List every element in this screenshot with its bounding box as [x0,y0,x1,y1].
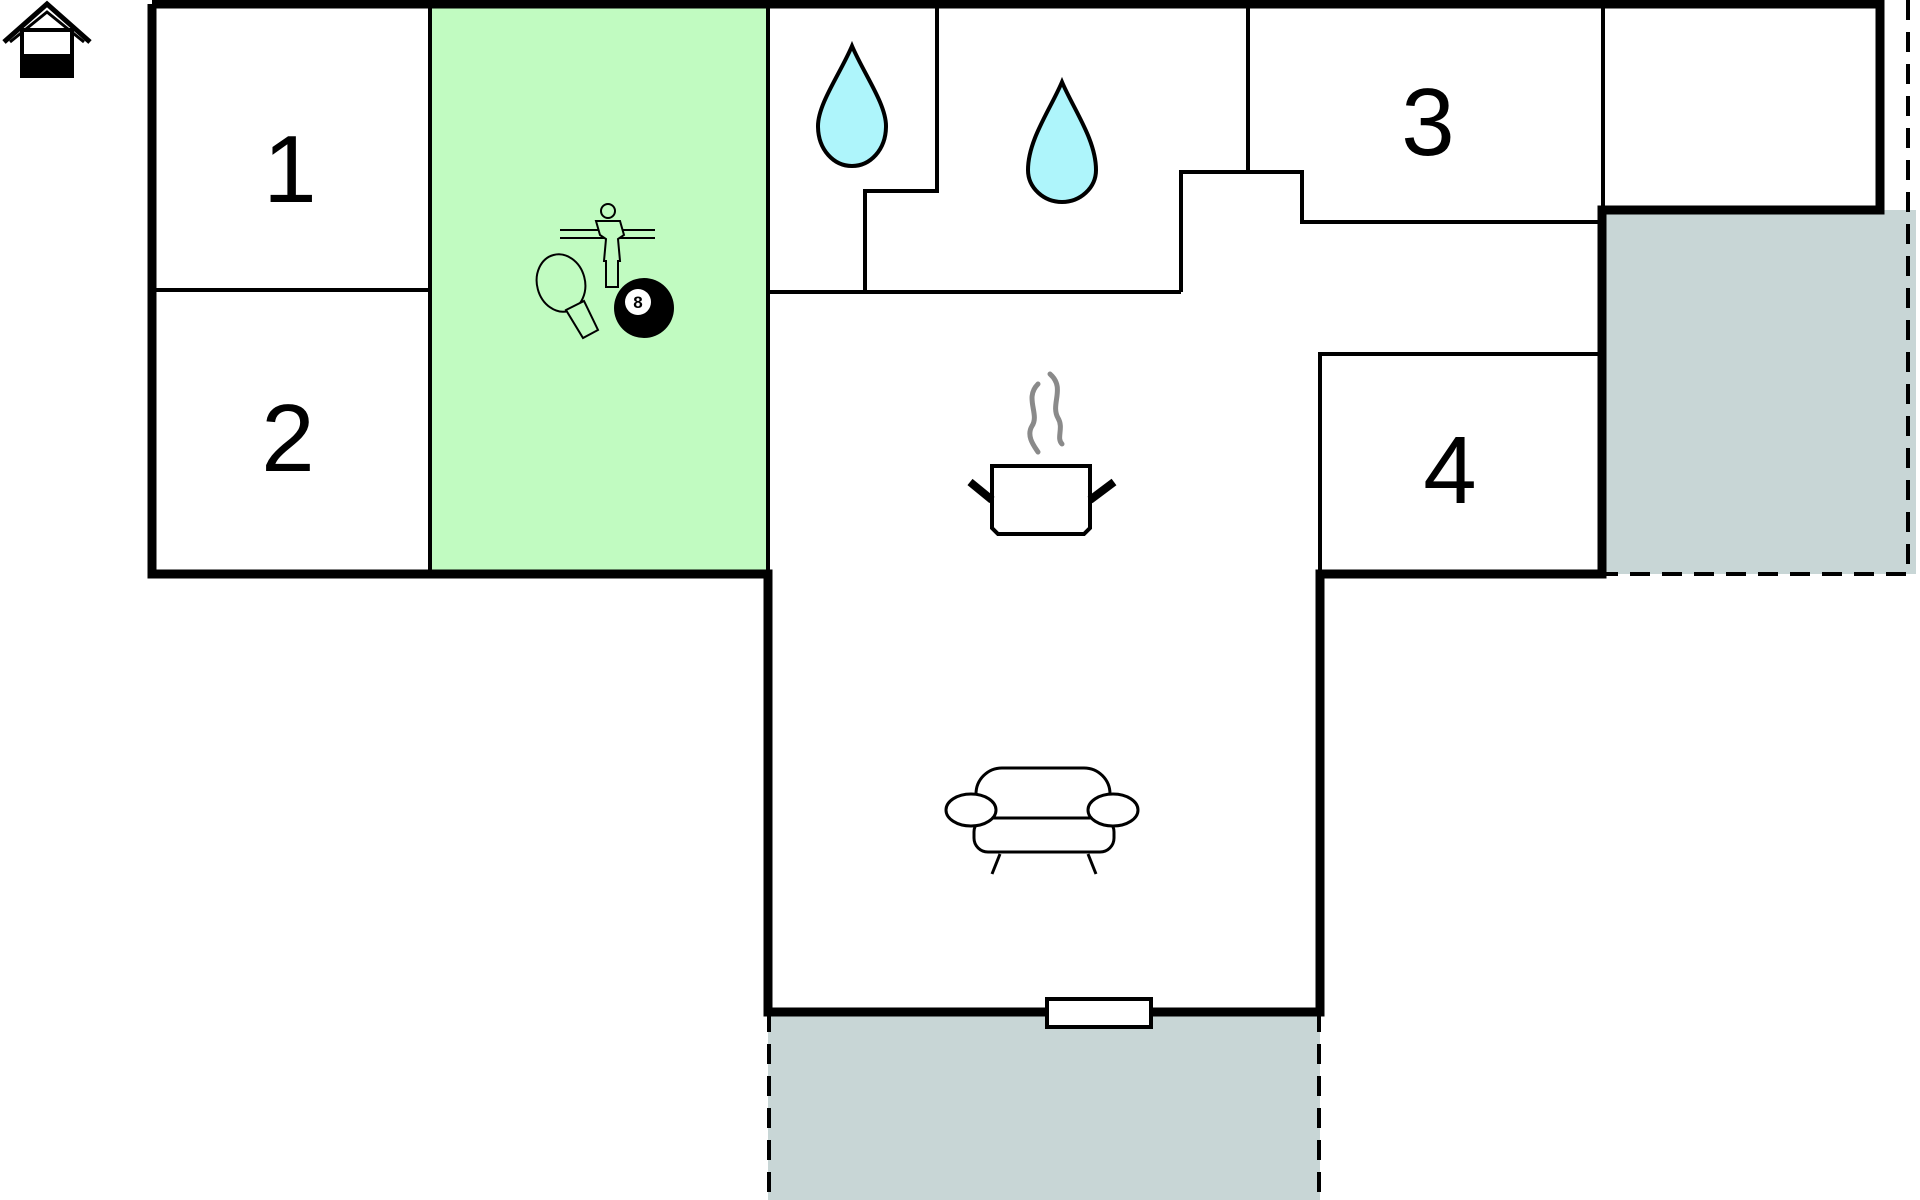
game-room [430,7,768,572]
room-label-4: 4 [1423,417,1476,524]
room-label-3: 3 [1401,69,1454,176]
water-drop-icon [815,40,889,169]
cooking-pot-icon [967,371,1117,536]
sofa-icon [944,766,1140,875]
terrace-bottom [767,1012,1321,1200]
room-label-1: 1 [263,116,316,223]
game-room-icon: 8 [535,203,674,340]
room-label-2: 2 [261,385,314,492]
house-icon [2,0,92,78]
water-drop-icon [1025,76,1099,205]
foosball-player-icon [560,203,655,288]
exterior-walls [147,0,1885,1017]
billiard-ball-icon: 8 [614,278,674,338]
terrace-right [1602,0,1916,576]
window [1045,997,1153,1029]
billiard-ball-number: 8 [633,293,642,312]
ping-pong-paddle-icon [535,253,600,340]
interior-walls [152,7,1605,572]
